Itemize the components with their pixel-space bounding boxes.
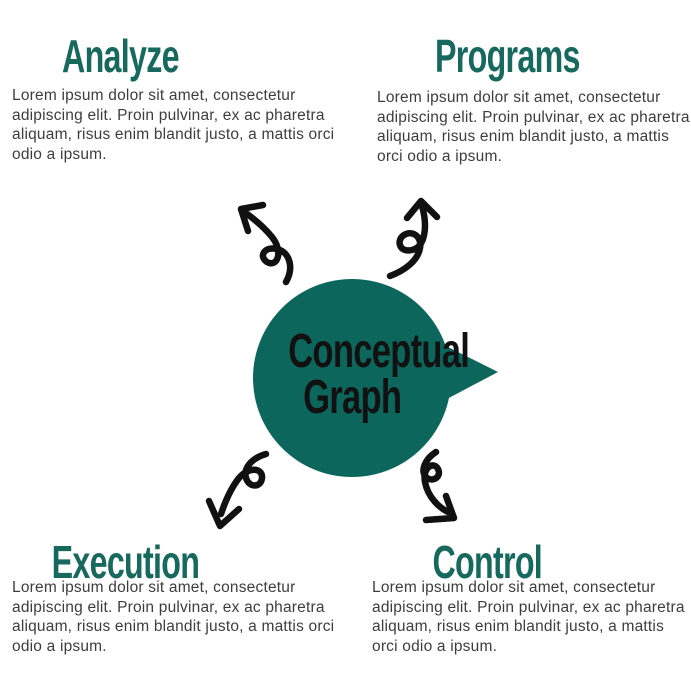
section-body-execution: Lorem ipsum dolor sit amet, consectetur … xyxy=(12,579,335,655)
speech-bubble-circle xyxy=(253,279,451,477)
section-heading-programs-label: Programs xyxy=(435,30,580,82)
section-body-analyze: Lorem ipsum dolor sit amet, consectetur … xyxy=(12,87,335,163)
section-heading-analyze-label: Analyze xyxy=(61,30,180,82)
curly-arrow-down-right-icon xyxy=(420,448,458,524)
bubble-title-line1: Conceptual xyxy=(288,325,470,378)
bubble-title-line2: Graph xyxy=(302,371,402,424)
curly-arrow-down-left-icon xyxy=(205,450,270,530)
curly-arrow-up-left-icon xyxy=(237,201,294,286)
curly-arrow-up-right-icon xyxy=(386,197,441,280)
section-heading-control-label: Control xyxy=(432,536,543,588)
section-heading-execution: Execution xyxy=(5,539,245,585)
section-heading-programs: Programs xyxy=(390,33,625,79)
bubble-title: Conceptual Graph xyxy=(253,328,470,424)
speech-bubble-shape xyxy=(253,279,498,477)
section-body-programs: Lorem ipsum dolor sit amet, consectetur … xyxy=(377,89,690,165)
section-heading-control: Control xyxy=(370,539,605,585)
section-heading-execution-label: Execution xyxy=(51,536,199,588)
section-heading-analyze: Analyze xyxy=(0,33,240,79)
section-body-control: Lorem ipsum dolor sit amet, consectetur … xyxy=(372,579,685,655)
